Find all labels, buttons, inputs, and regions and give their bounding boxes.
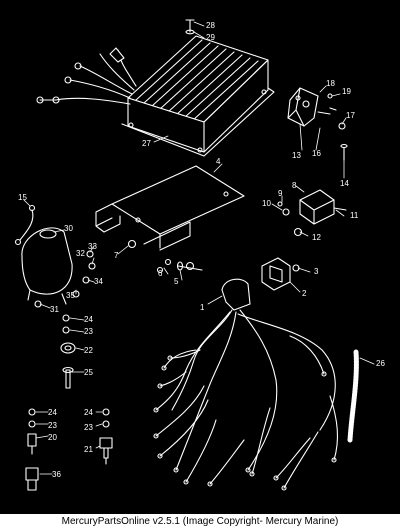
callout-36: 36 xyxy=(52,470,61,479)
callout-33: 33 xyxy=(88,242,97,251)
callout-22: 22 xyxy=(84,346,93,355)
callout-8: 8 xyxy=(292,181,297,190)
callout-3: 3 xyxy=(314,267,319,276)
callout-11: 11 xyxy=(350,211,359,220)
callout-5: 5 xyxy=(174,277,179,286)
connector xyxy=(185,257,300,311)
callout-24a: 24 xyxy=(84,315,93,324)
mounting-plate xyxy=(95,165,245,251)
callout-35: 35 xyxy=(66,291,75,300)
solenoid xyxy=(277,189,347,237)
callout-18: 18 xyxy=(326,79,335,88)
wiring-harness xyxy=(153,309,338,491)
callout-10: 10 xyxy=(262,199,271,208)
hardware-column-left xyxy=(25,408,39,491)
hardware-column-center xyxy=(60,314,76,389)
callout-23c: 23 xyxy=(84,423,93,432)
copyright-footer: MercuryPartsOnline v2.5.1 (Image Copyrig… xyxy=(0,514,400,529)
callout-17: 17 xyxy=(346,111,355,120)
callout-29: 29 xyxy=(206,33,215,42)
callout-16: 16 xyxy=(312,149,321,158)
convoluted-sleeve xyxy=(347,349,359,443)
callout-21: 21 xyxy=(84,445,93,454)
coil-housing xyxy=(21,227,96,308)
callout-12: 12 xyxy=(312,233,321,242)
callout-34: 34 xyxy=(94,277,103,286)
callout-20: 20 xyxy=(48,433,57,442)
module-box xyxy=(36,19,275,157)
callout-19: 19 xyxy=(342,87,351,96)
callout-labels: 1 2 3 4 5 6 7 8 9 10 11 12 13 14 15 16 1… xyxy=(18,21,385,479)
callout-25: 25 xyxy=(84,368,93,377)
callout-7: 7 xyxy=(114,251,119,260)
callout-24b: 24 xyxy=(48,408,57,417)
callout-31: 31 xyxy=(50,305,59,314)
callout-30: 30 xyxy=(64,224,73,233)
callout-27: 27 xyxy=(142,139,151,148)
leader-lines xyxy=(23,21,375,475)
callout-1: 1 xyxy=(200,303,205,312)
callout-15: 15 xyxy=(18,193,27,202)
terminal-block xyxy=(287,87,348,161)
callout-23b: 23 xyxy=(48,421,57,430)
hardware-column-middle xyxy=(99,408,113,465)
parts-diagram: 1 2 3 4 5 6 7 8 9 10 11 12 13 14 15 16 1… xyxy=(14,19,385,491)
callout-9: 9 xyxy=(278,189,283,198)
ground-strap xyxy=(14,204,36,246)
callout-6: 6 xyxy=(158,269,163,278)
callout-4: 4 xyxy=(216,157,221,166)
callout-14: 14 xyxy=(340,179,349,188)
callout-23a: 23 xyxy=(84,327,93,336)
callout-26: 26 xyxy=(376,359,385,368)
callout-28: 28 xyxy=(206,21,215,30)
callout-13: 13 xyxy=(292,151,301,160)
callout-24c: 24 xyxy=(84,408,93,417)
callout-2: 2 xyxy=(302,289,307,298)
callout-32: 32 xyxy=(76,249,85,258)
